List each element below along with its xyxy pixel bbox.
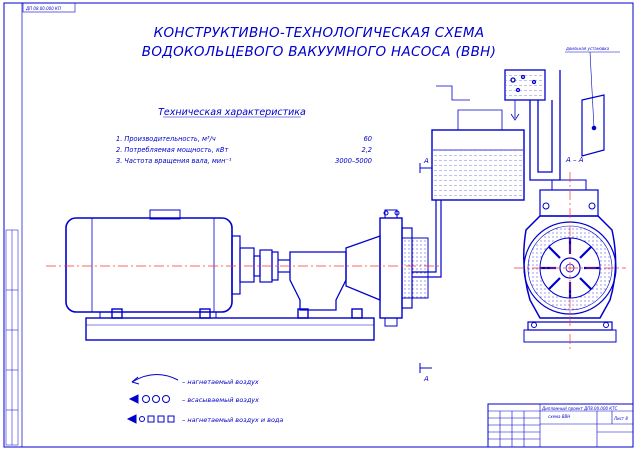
section-letter-top: А <box>423 157 429 165</box>
corner-stamp: ДП 08.00.000 КП <box>22 2 76 13</box>
bubble-arrow-icon <box>128 394 170 404</box>
spec-label-1: 1. Производительность, м³/ч <box>116 135 216 143</box>
pump-housing-side <box>289 209 429 327</box>
spec-value-1: 60 <box>364 135 372 143</box>
legend-text-2: – всасываемый воздух <box>182 396 259 404</box>
sheet-frame <box>3 2 634 448</box>
section-letter-bottom: А <box>423 375 429 383</box>
legend: – нагнетаемый воздух – всасываемый возду… <box>126 374 283 424</box>
square-arrow-icon <box>126 414 175 424</box>
curved-arrow-icon <box>131 374 179 385</box>
electric-motor <box>65 209 255 319</box>
milking-callout <box>565 51 620 157</box>
drawing-title-line2: ВОДОКОЛЬЦЕВОГО ВАКУУМНОГО НАСОСА (ВВН) <box>142 44 496 60</box>
legend-text-3: – нагнетаемый воздух и вода <box>182 416 283 424</box>
left-margin-stamps <box>5 229 19 446</box>
corner-stamp-text: ДП 08.00.000 КП <box>25 6 61 11</box>
legend-text-1: – нагнетаемый воздух <box>182 378 259 386</box>
spec-value-2: 2,2 <box>362 146 373 154</box>
title-block-doc-code: Дипломный проект ДП8.00.000 КТС <box>541 406 618 411</box>
title-block-sheet: Лист 8 <box>613 416 628 421</box>
base-frame <box>85 308 375 341</box>
technical-specs: Техническая характеристика 1. Производит… <box>116 107 372 165</box>
spec-label-2: 2. Потребляемая мощность, кВт <box>116 146 228 154</box>
air-pipe <box>436 69 561 181</box>
section-title: А – А <box>565 156 584 164</box>
separator-tank <box>412 109 525 278</box>
title-block-doc-name: схема ВВН <box>548 414 570 419</box>
drawing-title-line1: КОНСТРУКТИВНО-ТЕХНОЛОГИЧЕСКАЯ СХЕМА <box>154 25 485 41</box>
section-marker-bottom: А <box>419 363 432 383</box>
callout-label: доильная установка <box>565 46 610 51</box>
title-block <box>487 403 634 448</box>
section-marker-top: А <box>419 157 432 173</box>
specs-heading: Техническая характеристика <box>158 107 306 118</box>
spec-label-3: 3. Частота вращения вала, мин⁻¹ <box>116 157 232 165</box>
pump-cross-section <box>523 179 617 343</box>
spec-value-3: 3000–5000 <box>335 157 372 165</box>
